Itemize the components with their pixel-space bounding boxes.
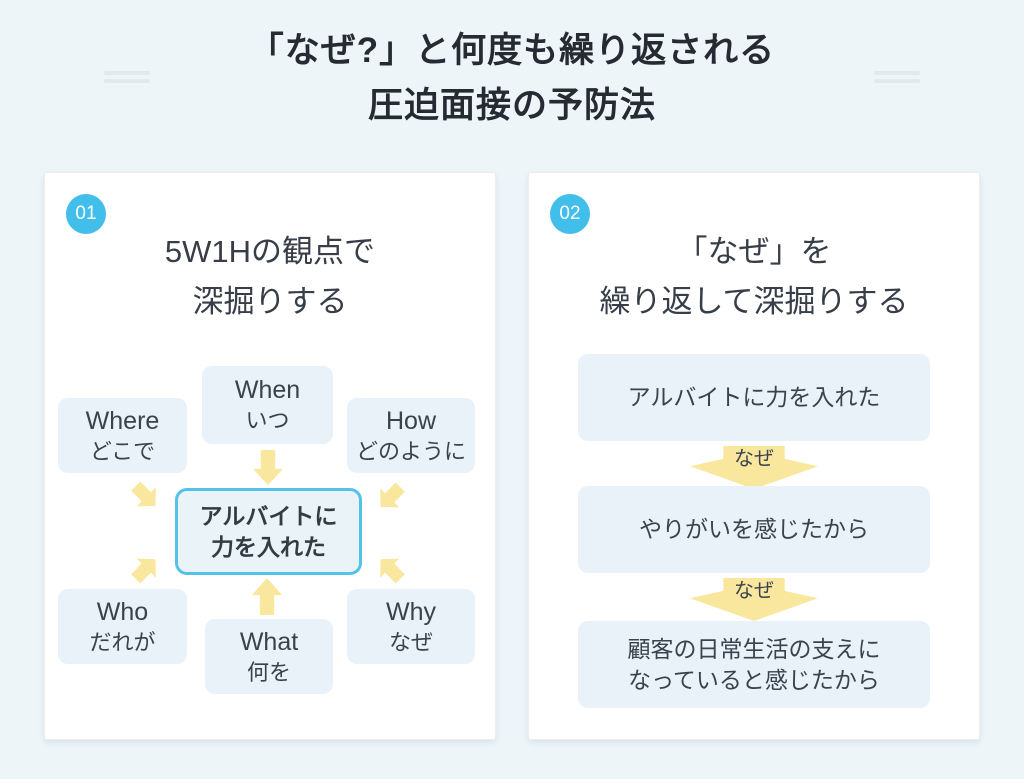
node-who-ja: だれが <box>89 629 156 655</box>
panel-01-title-line2: 深掘りする <box>192 284 348 319</box>
decorative-lines-right <box>874 71 920 87</box>
panel-02-title-line1: 「なぜ」を <box>676 234 832 269</box>
naze-arrow-1-label: なぜ <box>734 448 774 470</box>
arrow-where-to-center-icon <box>126 477 165 516</box>
center-topic-line2: 力を入れた <box>211 533 326 560</box>
center-topic-line1: アルバイトに <box>199 502 338 529</box>
node-what-en: What <box>239 627 299 656</box>
node-where-en: Where <box>85 406 160 435</box>
node-what-ja: 何を <box>246 659 291 685</box>
flow-step-2-text: やりがいを感じたから <box>639 516 869 542</box>
node-what: What 何を <box>205 619 333 694</box>
flow-step-2: やりがいを感じたから <box>578 486 930 573</box>
arrow-what-to-center-icon <box>252 578 282 615</box>
bottom-edge-strip <box>0 779 1024 783</box>
panel-01-number-badge: 01 <box>66 194 106 234</box>
naze-arrow-2-icon: なぜ <box>690 578 818 621</box>
node-where-ja: どこで <box>89 438 156 464</box>
decorative-lines-left <box>104 71 150 87</box>
page-title-line1: 「なぜ?」と何度も繰り返される <box>248 31 776 70</box>
panel-02-card: 02 「なぜ」を 繰り返して深掘りする アルバイトに力を入れた なぜ やりがいを… <box>528 172 980 740</box>
node-why-en: Why <box>386 597 436 626</box>
arrow-how-to-center-icon <box>371 478 410 517</box>
node-who-en: Who <box>96 597 149 626</box>
panel-01-title: 5W1Hの観点で 深掘りする <box>45 227 495 327</box>
node-who: Who だれが <box>58 589 187 664</box>
node-when-ja: いつ <box>245 408 290 433</box>
panel-02-title: 「なぜ」を 繰り返して深掘りする <box>529 227 979 327</box>
flow-step-3: 顧客の日常生活の支えに なっていると感じたから <box>578 621 930 708</box>
flow-step-1-text: アルバイトに力を入れた <box>627 384 881 410</box>
panel-01-card: 01 5W1Hの観点で 深掘りする When いつ Where どこで How … <box>44 172 496 740</box>
arrow-who-to-center-icon <box>126 550 165 589</box>
page-title-line2: 圧迫面接の予防法 <box>367 86 656 125</box>
naze-arrow-2-label: なぜ <box>734 580 774 602</box>
node-when: When いつ <box>202 366 333 444</box>
flow-step-1: アルバイトに力を入れた <box>578 354 930 441</box>
node-where: Where どこで <box>58 398 187 473</box>
node-why-ja: なぜ <box>388 629 433 655</box>
arrow-when-to-center-icon <box>253 450 283 485</box>
flow-step-3-line2: なっていると感じたから <box>628 666 880 693</box>
arrow-why-to-center-icon <box>371 550 410 589</box>
flow-step-3-line1: 顧客の日常生活の支えに <box>627 635 881 662</box>
node-when-en: When <box>234 376 301 404</box>
panel-01-title-line1: 5W1Hの観点で <box>164 234 376 269</box>
page-title: 「なぜ?」と何度も繰り返される 圧迫面接の予防法 <box>0 23 1024 133</box>
center-topic-box: アルバイトに 力を入れた <box>175 488 362 575</box>
node-why: Why なぜ <box>347 589 475 664</box>
panel-02-number-badge: 02 <box>550 194 590 234</box>
panel-02-title-line2: 繰り返して深掘りする <box>599 284 909 319</box>
node-how: How どのように <box>347 398 475 473</box>
node-how-en: How <box>385 406 436 435</box>
node-how-ja: どのように <box>355 438 466 464</box>
naze-arrow-1-icon: なぜ <box>690 446 818 489</box>
